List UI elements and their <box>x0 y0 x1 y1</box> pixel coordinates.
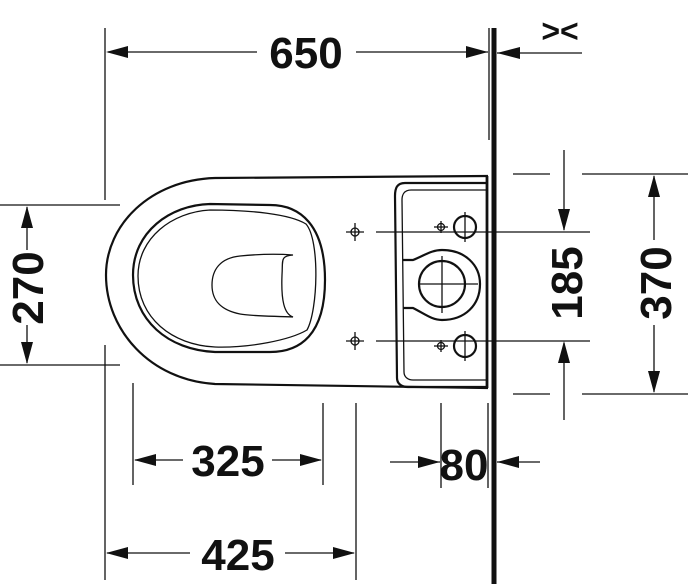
dimension-185: 185 <box>513 150 592 420</box>
dimension-370-label: 370 <box>632 246 681 319</box>
dimension-650-label: 650 <box>269 29 342 78</box>
dimension-325: 325 <box>132 383 324 486</box>
cistern-outline <box>393 176 489 389</box>
dimension-425-label: 425 <box>201 531 274 580</box>
dimension-wall-gap: >< <box>497 13 582 59</box>
dimension-185-label: 185 <box>543 246 592 319</box>
wall-gap-symbol: >< <box>541 13 578 49</box>
dimension-325-label: 325 <box>191 437 264 486</box>
dimension-650: 650 <box>104 28 488 200</box>
dimension-370: 370 <box>582 173 688 395</box>
toilet-outline <box>104 174 489 390</box>
dimension-80: 80 <box>390 403 540 490</box>
dimension-270: 270 <box>0 204 120 366</box>
dimension-80-label: 80 <box>440 441 489 490</box>
dimension-270-label: 270 <box>4 251 53 324</box>
fixing-markers <box>346 223 590 350</box>
wall-line <box>488 28 497 584</box>
dimension-425: 425 <box>104 345 357 580</box>
